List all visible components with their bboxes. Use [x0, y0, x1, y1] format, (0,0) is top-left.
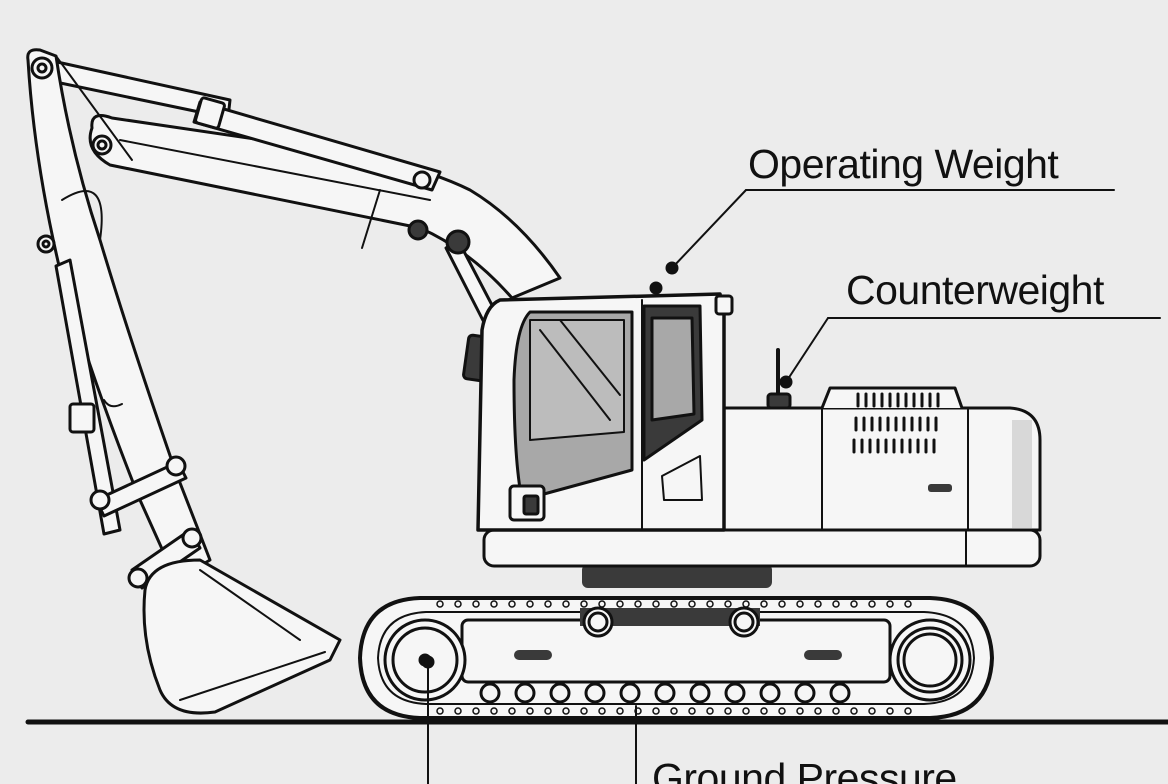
track-tooth	[850, 707, 858, 715]
track-tooth	[634, 600, 642, 608]
track-tooth	[508, 600, 516, 608]
track-tooth	[580, 600, 588, 608]
track-tooth	[490, 600, 498, 608]
track-roller	[654, 682, 676, 704]
carrier-rollers	[582, 606, 760, 638]
bucket	[142, 558, 342, 715]
track-tooth	[706, 600, 714, 608]
track-tooth	[742, 707, 750, 715]
bucket-linkage	[54, 258, 203, 590]
track-roller	[584, 682, 606, 704]
track-roller	[724, 682, 746, 704]
track-tooth	[472, 600, 480, 608]
track-tooth	[796, 707, 804, 715]
track-roller	[549, 682, 571, 704]
upper-deck	[482, 528, 1042, 568]
callout-counterweight	[779, 317, 1161, 389]
track-tooth	[526, 600, 534, 608]
sprocket-wheel	[888, 618, 972, 702]
track-tooth	[832, 600, 840, 608]
counterweight-label: Counterweight	[846, 267, 1104, 313]
arm	[26, 48, 212, 582]
track-tooth	[868, 600, 876, 608]
ground-pressure-label: Ground Pressure	[652, 755, 957, 784]
track-tooth	[868, 707, 876, 715]
track-frame	[460, 608, 892, 684]
track-tooth	[562, 707, 570, 715]
callout-operating-weight	[649, 189, 1115, 295]
track-tooth	[652, 600, 660, 608]
track-tooth	[688, 707, 696, 715]
track-tooth	[724, 707, 732, 715]
operating-weight-label: Operating Weight	[748, 141, 1059, 187]
track-tooth	[670, 600, 678, 608]
track-tooth	[436, 707, 444, 715]
track-tooth	[508, 707, 516, 715]
track-roller	[619, 682, 641, 704]
track-tooth	[598, 600, 606, 608]
track-tooth	[814, 600, 822, 608]
track-tooth	[454, 600, 462, 608]
track-roller	[759, 682, 781, 704]
track-tooth	[688, 600, 696, 608]
track-tooth	[580, 707, 588, 715]
exhaust-stack	[766, 348, 792, 410]
track-tooth	[778, 707, 786, 715]
engine-housing	[698, 386, 1042, 532]
track-tooth	[724, 600, 732, 608]
track-tooth	[850, 600, 858, 608]
track-roller	[689, 682, 711, 704]
operator-cab	[476, 292, 734, 532]
track-tooth	[436, 600, 444, 608]
track-tooth	[886, 707, 894, 715]
track-tooth	[832, 707, 840, 715]
track-tooth	[544, 600, 552, 608]
track-tooth	[886, 600, 894, 608]
track-tooth	[526, 707, 534, 715]
track-roller	[829, 682, 851, 704]
track-roller	[479, 682, 501, 704]
track-tooth	[778, 600, 786, 608]
track-tooth	[616, 600, 624, 608]
callout-ground-pressure	[421, 655, 637, 784]
track-tooth	[760, 707, 768, 715]
track-tooth	[706, 707, 714, 715]
track-tooth	[490, 707, 498, 715]
track-tooth	[670, 707, 678, 715]
track-tooth	[616, 707, 624, 715]
track-roller	[514, 682, 536, 704]
swing-bearing	[582, 564, 772, 588]
track-tooth	[454, 707, 462, 715]
track-tooth	[544, 707, 552, 715]
track-tooth	[904, 707, 912, 715]
track-tooth	[760, 600, 768, 608]
track-tooth	[796, 600, 804, 608]
track-tooth	[814, 707, 822, 715]
track-rollers	[479, 682, 851, 704]
track-roller	[794, 682, 816, 704]
track-tooth	[598, 707, 606, 715]
track-tooth	[562, 600, 570, 608]
track-tooth	[904, 600, 912, 608]
track-tooth	[472, 707, 480, 715]
track-tooth	[652, 707, 660, 715]
